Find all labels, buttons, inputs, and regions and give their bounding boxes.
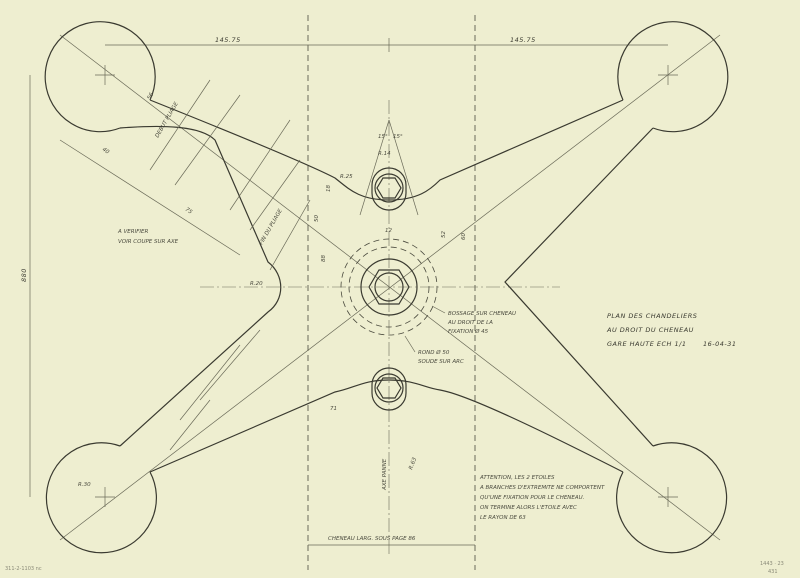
- svg-text:50: 50: [314, 215, 320, 222]
- svg-text:16-04-31: 16-04-31: [703, 340, 737, 348]
- svg-text:R.14: R.14: [378, 151, 391, 157]
- central-boss: [340, 238, 438, 336]
- svg-text:FIXATION Ø 45: FIXATION Ø 45: [448, 328, 489, 335]
- bottom-boss: [371, 367, 407, 411]
- svg-text:880: 880: [20, 268, 28, 282]
- footer-reference-right-1: 1443 · 23: [760, 561, 784, 567]
- lobes: [44, 21, 729, 554]
- svg-text:VOIR COUPE SUR AXE: VOIR COUPE SUR AXE: [118, 239, 179, 245]
- svg-text:R.30: R.30: [78, 482, 91, 488]
- svg-text:A BRANCHES D'EXTREMITE NE COMP: A BRANCHES D'EXTREMITE NE COMPORTENT: [479, 485, 605, 491]
- svg-text:AXE PANNE: AXE PANNE: [382, 458, 388, 491]
- svg-text:GARE HAUTE ECH 1/1: GARE HAUTE ECH 1/1: [607, 340, 686, 348]
- svg-text:AU DROIT DE LA: AU DROIT DE LA: [447, 320, 493, 326]
- svg-text:40: 40: [101, 147, 111, 156]
- svg-text:88: 88: [321, 255, 327, 262]
- svg-text:R.63: R.63: [408, 456, 418, 470]
- star-outline: [119, 99, 654, 473]
- svg-text:ATTENTION, LES 2 ETOILES: ATTENTION, LES 2 ETOILES: [479, 475, 555, 481]
- svg-text:18: 18: [326, 185, 332, 192]
- diagonal-axis-2: [59, 34, 721, 541]
- svg-text:A VERIFIER: A VERIFIER: [117, 229, 148, 235]
- svg-text:ROND Ø 50: ROND Ø 50: [418, 349, 450, 356]
- round-note: ROND Ø 50 SOUDE SUR ARC: [404, 335, 464, 365]
- svg-text:PLAN DES CHANDELIERS: PLAN DES CHANDELIERS: [607, 312, 697, 320]
- svg-text:15°: 15°: [393, 134, 403, 140]
- svg-text:SOUDE SUR ARC: SOUDE SUR ARC: [418, 359, 464, 365]
- verify-note: A VERIFIER VOIR COUPE SUR AXE: [117, 229, 179, 245]
- svg-text:56: 56: [147, 92, 156, 101]
- svg-text:BOSSAGE SUR CHENEAU: BOSSAGE SUR CHENEAU: [448, 311, 516, 317]
- svg-text:71: 71: [330, 406, 337, 412]
- svg-text:QU'UNE FIXATION POUR LE CHENEA: QU'UNE FIXATION POUR LE CHENEAU.: [480, 495, 585, 501]
- attention-note: ATTENTION, LES 2 ETOILES A BRANCHES D'EX…: [479, 475, 605, 521]
- dimension-labels: 145.75 145.75 880 R.14 R.25 15° 15° 18 5…: [20, 36, 536, 491]
- svg-text:12: 12: [385, 228, 392, 234]
- svg-text:AU DROIT DU CHENEAU: AU DROIT DU CHENEAU: [606, 326, 694, 334]
- svg-text:LE RAYON DE 63: LE RAYON DE 63: [480, 515, 526, 521]
- svg-text:75: 75: [184, 207, 194, 216]
- svg-text:145.75: 145.75: [215, 36, 241, 44]
- footer-reference-left: 311-2-1103 nc: [5, 566, 42, 572]
- svg-text:ON TERMINE ALORS L'ETOILE AVEC: ON TERMINE ALORS L'ETOILE AVEC: [480, 505, 577, 511]
- svg-text:FIN DU PLIAGE: FIN DU PLIAGE: [259, 208, 285, 246]
- svg-text:145.75: 145.75: [510, 36, 536, 44]
- svg-text:R.25: R.25: [340, 174, 353, 180]
- svg-text:15°: 15°: [378, 134, 388, 140]
- svg-text:52: 52: [441, 231, 447, 238]
- boss-note: BOSSAGE SUR CHENEAU AU DROIT DE LA FIXAT…: [431, 305, 516, 335]
- svg-text:60: 60: [461, 233, 467, 240]
- title-block: PLAN DES CHANDELIERS AU DROIT DU CHENEAU…: [606, 312, 737, 348]
- cheneau-label: CHENEAU LARG. SOUS PAGE 86: [328, 536, 416, 542]
- footer-reference-right-2: 431: [768, 569, 778, 575]
- svg-text:R.20: R.20: [250, 281, 263, 287]
- fold-lines: [59, 79, 311, 451]
- top-boss: [359, 119, 419, 216]
